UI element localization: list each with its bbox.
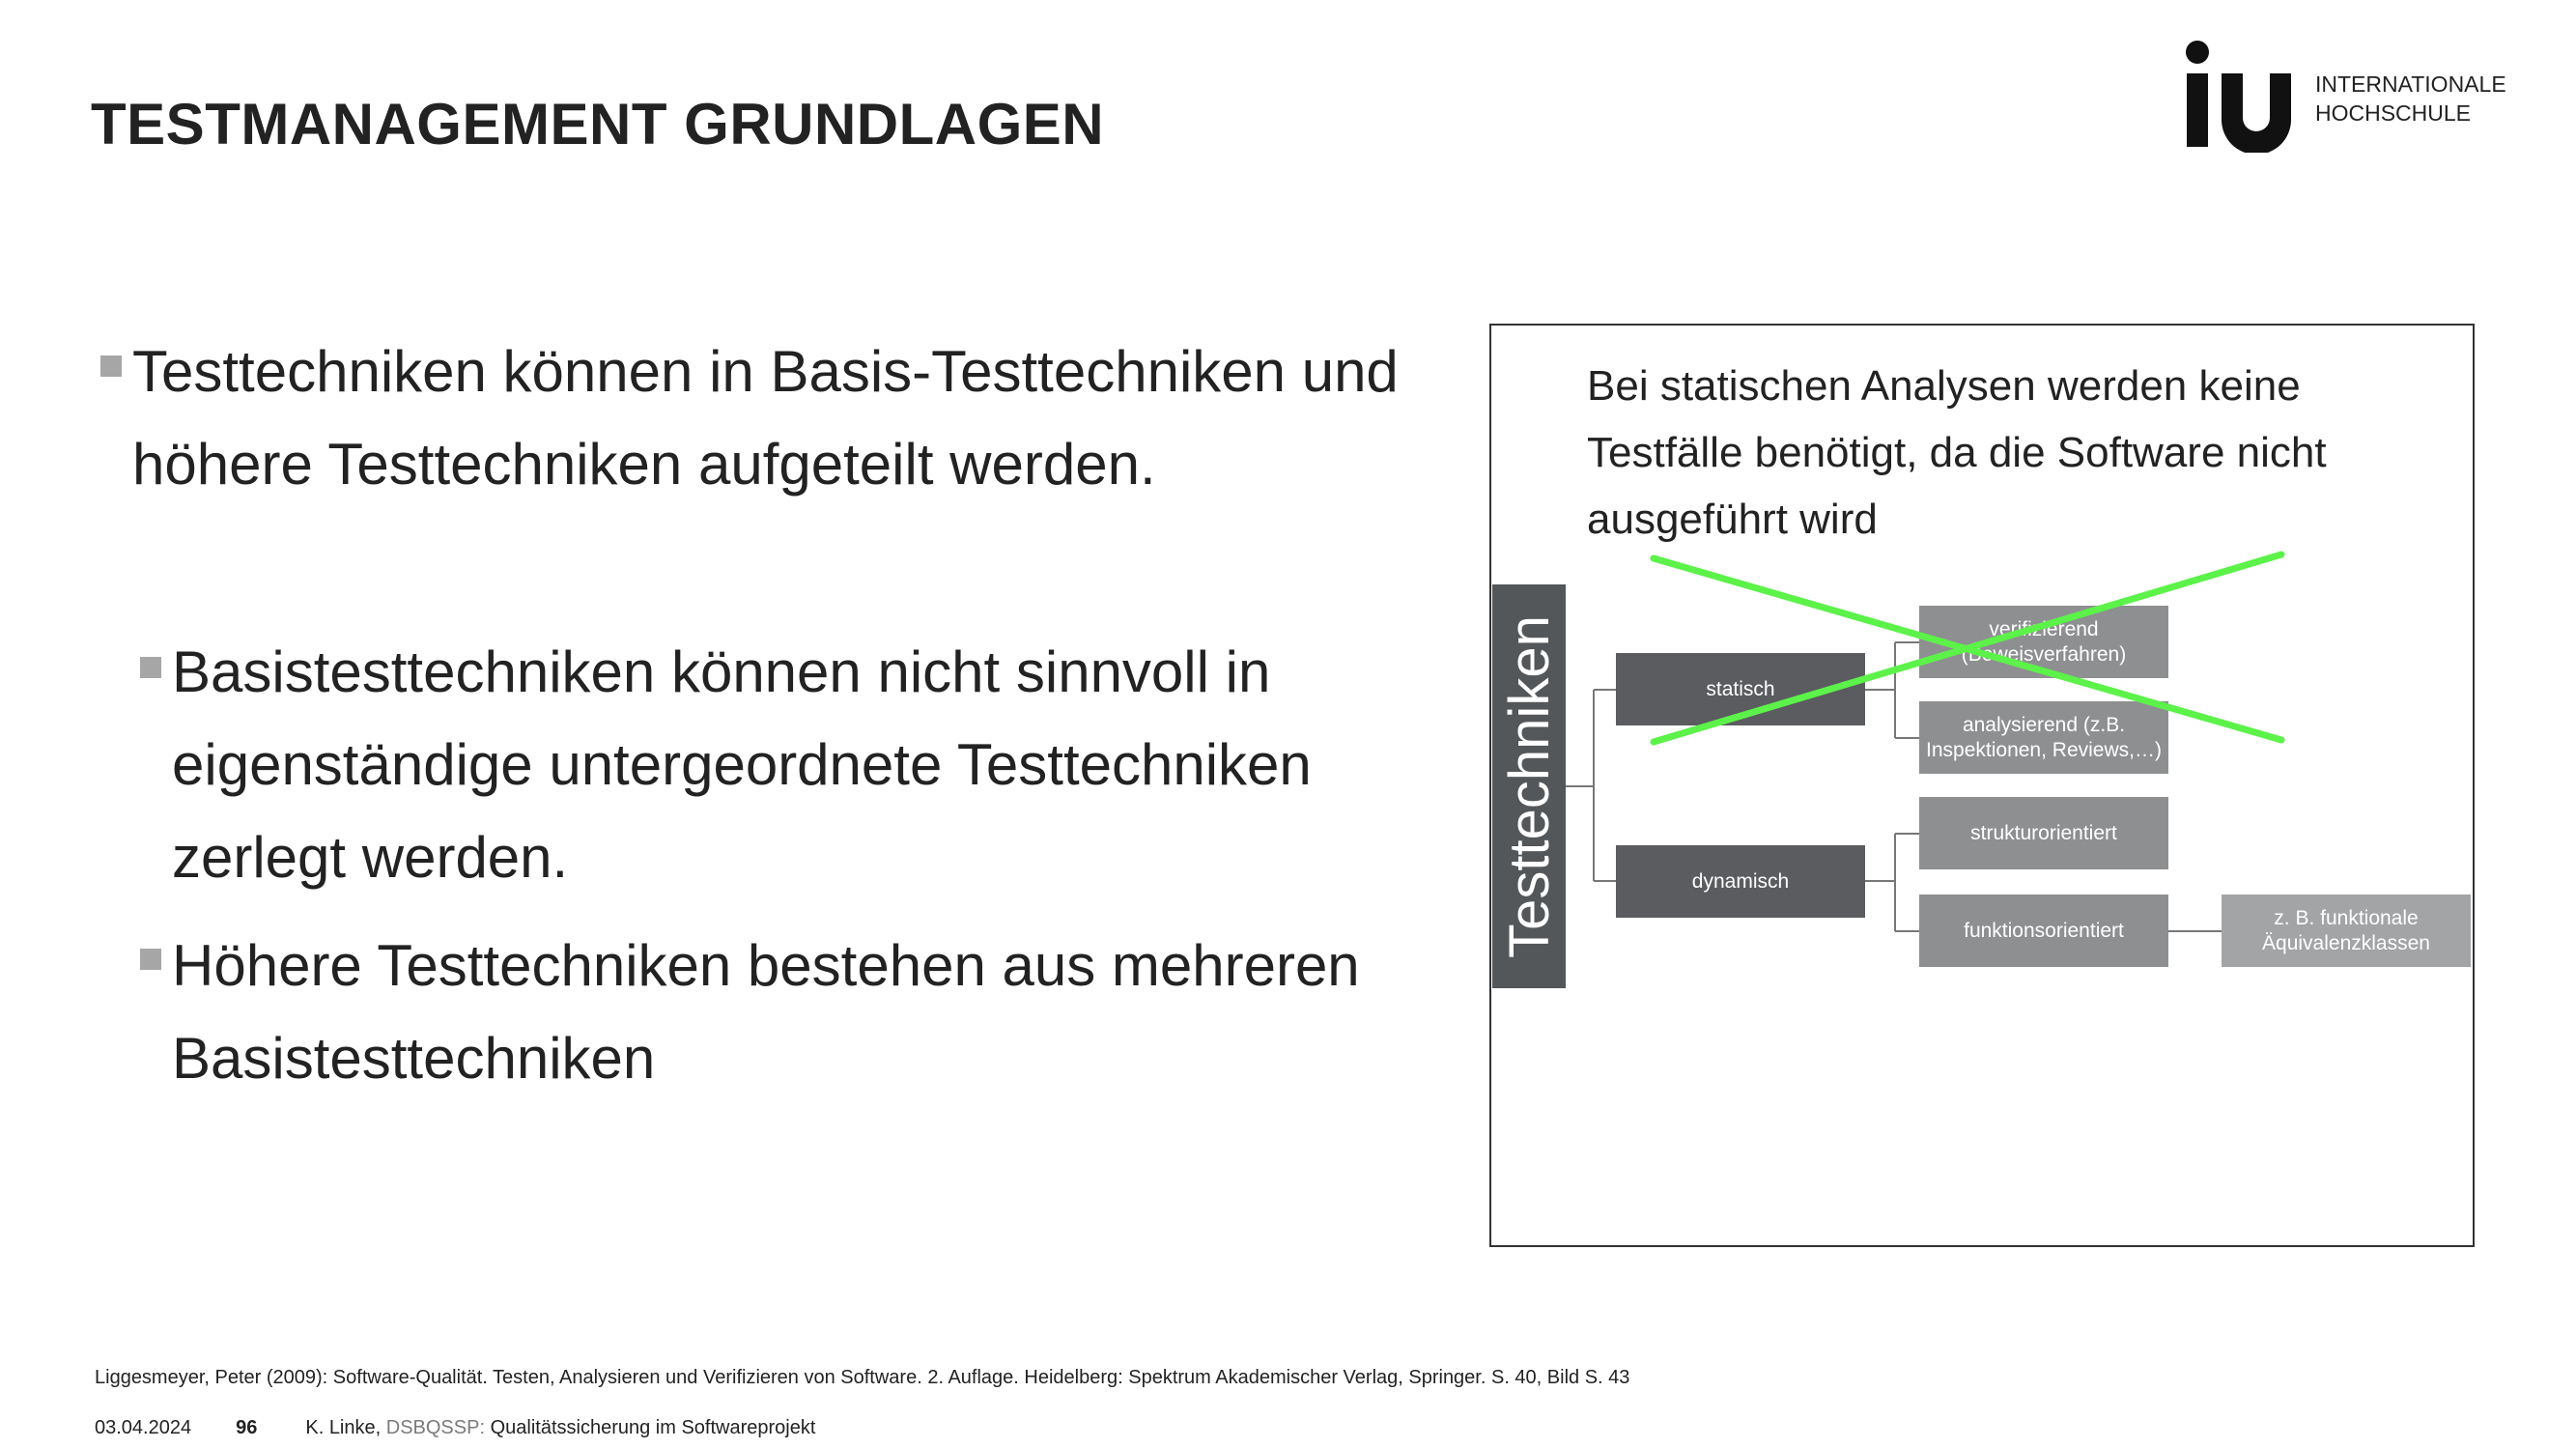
diagram-frame <box>1489 324 2475 1247</box>
footer-date: 03.04.2024 <box>95 1417 192 1438</box>
logo-line1: INTERNATIONALE <box>2315 71 2506 97</box>
node-statisch: statisch <box>1616 653 1865 725</box>
page-number: 96 <box>236 1417 258 1438</box>
root-node: Testtechniken <box>1492 584 1566 988</box>
root-node-label: Testtechniken <box>1497 614 1561 958</box>
sub-bullet-marker <box>140 657 161 678</box>
citation: Liggesmeyer, Peter (2009): Software-Qual… <box>95 1367 1630 1388</box>
footer-author: K. Linke, <box>305 1417 382 1438</box>
diagram-note: Bei statischen Analysen werden keine Tes… <box>1587 362 2327 543</box>
sub-bullet-marker <box>140 949 161 970</box>
node-verifizierend: verifizierend (Beweisverfahren) <box>1919 606 2168 678</box>
node-analysierend: analysierend (z.B. Inspektionen, Reviews… <box>1919 701 2168 774</box>
footer: 03.04.2024 96 K. Linke, DSBQSSP: Qualitäts… <box>95 1417 815 1439</box>
node-funktionsorientiert: funktionsorientiert <box>1919 895 2168 967</box>
footer-course-code: DSBQSSP: <box>385 1417 486 1438</box>
node-aequivalenzklassen: z. B. funktionale Äquivalenzklassen <box>2222 895 2471 967</box>
iu-logo-mark <box>2186 41 2291 153</box>
bullet-1: Testtechniken können in Basis-Testtechni… <box>132 339 1399 497</box>
logo-line2: HOCHSCHULE <box>2315 100 2472 126</box>
sub-bullet-2: Höhere Testtechniken bestehen aus mehrer… <box>172 933 1360 1091</box>
logo-wordmark: INTERNATIONALE HOCHSCHULE <box>2315 70 2506 128</box>
bullet-marker <box>100 355 122 377</box>
footer-course-title: Qualitätssicherung im Softwareprojekt <box>490 1417 816 1438</box>
sub-bullet-1: Basistesttechniken können nicht sinnvoll… <box>172 639 1312 890</box>
root-node-box <box>1492 584 1566 988</box>
node-strukturorientiert: strukturorientiert <box>1919 797 2168 869</box>
slide-title: TESTMANAGEMENT GRUNDLAGEN <box>91 92 1105 156</box>
node-dynamisch: dynamisch <box>1616 845 1865 918</box>
